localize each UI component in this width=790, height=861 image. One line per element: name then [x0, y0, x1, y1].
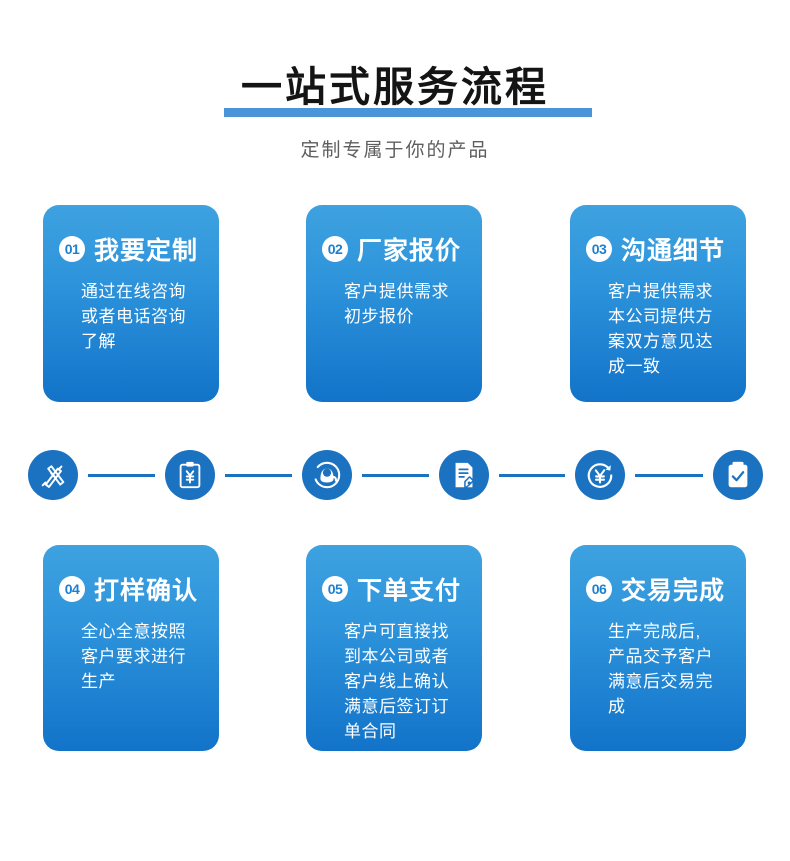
- step-card-header: 04 打样确认: [43, 571, 219, 607]
- step-description-line: 全心全意按照: [81, 622, 186, 641]
- step-title: 沟通细节: [621, 237, 726, 265]
- step-description-line: 了解: [81, 332, 116, 351]
- step-card-header: 01 我要定制: [43, 231, 219, 267]
- step-description-line: 通过在线咨询: [81, 282, 186, 301]
- connector-line: [88, 474, 155, 477]
- step-description-line: 满意后签订订: [344, 697, 449, 716]
- headset-support-icon[interactable]: [302, 450, 352, 500]
- step-description: 生产完成后, 产品交予客户 满意后交易完 成: [570, 619, 746, 719]
- step-description-line: 产品交予客户: [608, 647, 713, 666]
- step-description-line: 本公司提供方: [608, 307, 713, 326]
- clipboard-check-icon[interactable]: [713, 450, 763, 500]
- clipboard-yuan-icon[interactable]: [165, 450, 215, 500]
- step-description-line: 成: [608, 697, 626, 716]
- step-description: 客户提供需求 初步报价: [306, 279, 482, 329]
- step-card-header: 06 交易完成: [570, 571, 746, 607]
- step-description-line: 生产: [81, 672, 116, 691]
- connector-line: [499, 474, 565, 477]
- step-card-04[interactable]: 04 打样确认 全心全意按照 客户要求进行 生产: [43, 545, 219, 751]
- step-description-line: 案双方意见达: [608, 332, 713, 351]
- page-header: 一站式服务流程 定制专属于你的产品: [0, 0, 790, 185]
- page-title-wrap: 一站式服务流程: [0, 62, 790, 112]
- page-subtitle: 定制专属于你的产品: [300, 140, 490, 161]
- step-title: 打样确认: [94, 577, 199, 605]
- step-card-header: 02 厂家报价: [306, 231, 482, 267]
- step-number-badge: 02: [322, 236, 348, 262]
- step-description-line: 单合同: [344, 722, 397, 741]
- step-title: 厂家报价: [357, 237, 462, 265]
- step-title: 下单支付: [357, 577, 462, 605]
- step-description-line: 客户可直接找: [344, 622, 449, 641]
- step-description: 客户提供需求 本公司提供方 案双方意见达 成一致: [570, 279, 746, 379]
- step-description-line: 客户线上确认: [344, 672, 449, 691]
- step-description-line: 生产完成后,: [608, 622, 701, 641]
- step-title: 交易完成: [621, 577, 726, 605]
- step-number-badge: 05: [322, 576, 348, 602]
- step-card-03[interactable]: 03 沟通细节 客户提供需求 本公司提供方 案双方意见达 成一致: [570, 205, 746, 402]
- step-description-line: 成一致: [608, 357, 661, 376]
- step-description: 全心全意按照 客户要求进行 生产: [43, 619, 219, 694]
- step-number-badge: 03: [586, 236, 612, 262]
- step-card-01[interactable]: 01 我要定制 通过在线咨询 或者电话咨询 了解: [43, 205, 219, 402]
- step-description-line: 客户要求进行: [81, 647, 186, 666]
- step-card-header: 03 沟通细节: [570, 231, 746, 267]
- step-title: 我要定制: [94, 237, 199, 265]
- step-description-line: 初步报价: [344, 307, 414, 326]
- step-description-line: 客户提供需求: [608, 282, 713, 301]
- design-tools-icon[interactable]: [28, 450, 78, 500]
- page-title: 一站式服务流程: [241, 64, 549, 110]
- step-description-line: 或者电话咨询: [81, 307, 186, 326]
- step-description-line: 到本公司或者: [344, 647, 449, 666]
- step-card-02[interactable]: 02 厂家报价 客户提供需求 初步报价: [306, 205, 482, 402]
- step-card-06[interactable]: 06 交易完成 生产完成后, 产品交予客户 满意后交易完 成: [570, 545, 746, 751]
- step-card-05[interactable]: 05 下单支付 客户可直接找 到本公司或者 客户线上确认 满意后签订订 单合同: [306, 545, 482, 751]
- connector-line: [635, 474, 703, 477]
- yuan-payment-icon[interactable]: [575, 450, 625, 500]
- step-number-badge: 06: [586, 576, 612, 602]
- connector-line: [225, 474, 292, 477]
- step-card-header: 05 下单支付: [306, 571, 482, 607]
- step-number-badge: 01: [59, 236, 85, 262]
- connector-line: [362, 474, 429, 477]
- process-icon-strip: [0, 450, 790, 502]
- step-description: 通过在线咨询 或者电话咨询 了解: [43, 279, 219, 354]
- step-description-line: 客户提供需求: [344, 282, 449, 301]
- step-number-badge: 04: [59, 576, 85, 602]
- title-underline-bar: [224, 108, 592, 117]
- step-description: 客户可直接找 到本公司或者 客户线上确认 满意后签订订 单合同: [306, 619, 482, 744]
- document-sign-icon[interactable]: [439, 450, 489, 500]
- step-description-line: 满意后交易完: [608, 672, 713, 691]
